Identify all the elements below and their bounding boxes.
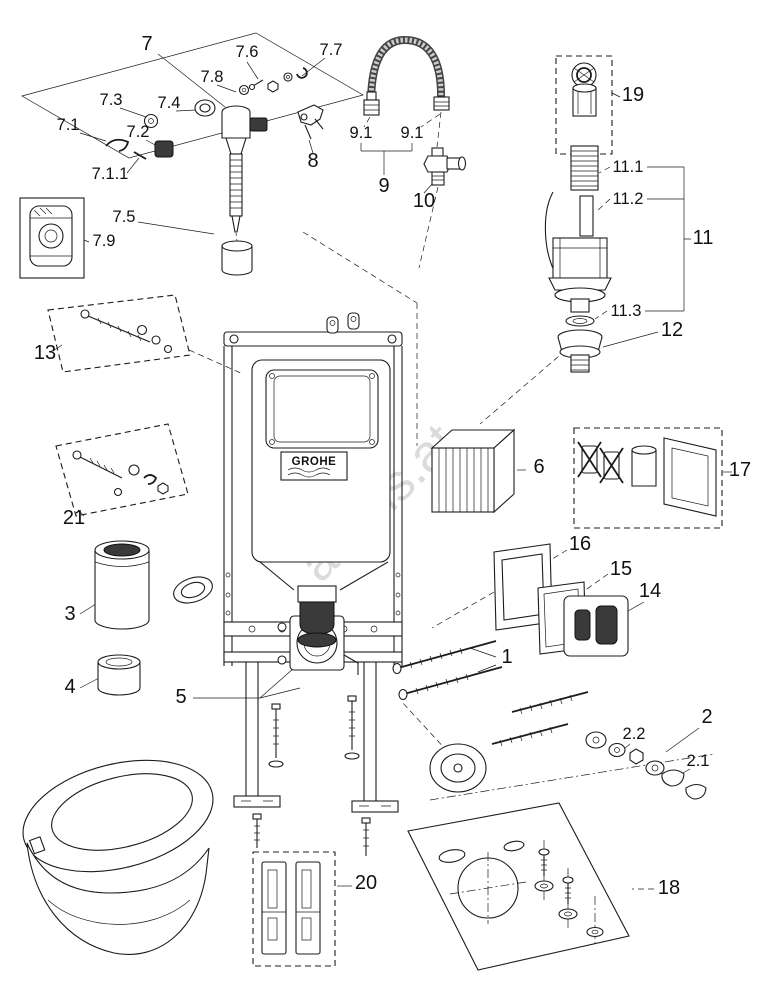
label-20: 20 <box>355 872 377 894</box>
label-8: 8 <box>307 150 318 172</box>
label-11: 11 <box>693 227 714 249</box>
part-3-flush-bend <box>94 540 150 630</box>
part-3-seal-ring <box>173 576 213 604</box>
part-13-fixing-set <box>47 294 191 373</box>
part-18-sound-insulation <box>407 802 630 971</box>
label-7-9: 7.9 <box>93 232 116 250</box>
label-21: 21 <box>63 507 85 529</box>
label-12: 12 <box>661 319 683 341</box>
label-17: 17 <box>729 459 751 481</box>
label-19: 19 <box>622 84 644 106</box>
part-10-angle-valve <box>423 147 467 186</box>
label-11-2: 11.2 <box>613 190 644 208</box>
label-3: 3 <box>64 603 75 625</box>
part-7-1-clip <box>105 138 130 152</box>
toilet-bowl <box>22 759 214 955</box>
label-7-2: 7.2 <box>127 123 150 141</box>
label-18: 18 <box>658 877 680 899</box>
label-5: 5 <box>175 686 186 708</box>
part-11-flush-valve <box>544 145 612 327</box>
part-6-protection-box <box>430 428 516 514</box>
label-7-5: 7.5 <box>113 208 136 226</box>
frame-fixing-screws <box>252 695 371 856</box>
label-7-3: 7.3 <box>100 91 123 109</box>
part-1-screws <box>392 640 503 701</box>
label-14: 14 <box>639 580 661 602</box>
part-7-3-bushing <box>143 113 159 129</box>
label-1: 1 <box>501 646 512 668</box>
part-17-care-set <box>573 427 723 529</box>
label-2-2: 2.2 <box>623 725 646 743</box>
label-13: 13 <box>34 342 56 364</box>
part-7-4-ring <box>194 99 216 117</box>
label-7: 7 <box>141 33 152 55</box>
part-7-small-fittings <box>238 67 308 96</box>
part-21-fixing-set <box>55 423 189 517</box>
part-4-gasket <box>97 654 141 696</box>
label-7-1-1: 7.1.1 <box>92 165 129 183</box>
part-12-outlet <box>557 329 603 373</box>
label-6: 6 <box>533 456 544 478</box>
label-16: 16 <box>569 533 591 555</box>
part-20-brackets <box>252 851 336 967</box>
leader-lines <box>21 32 732 890</box>
part-8-clip <box>297 104 324 140</box>
label-7-8: 7.8 <box>201 68 224 86</box>
label-2: 2 <box>701 706 712 728</box>
label-7-1: 7.1 <box>57 116 80 134</box>
label-9: 9 <box>378 175 389 197</box>
label-9-1-right: 9.1 <box>401 124 424 142</box>
part-19-extension <box>555 55 613 155</box>
part-7-1-1-pin <box>133 151 147 160</box>
grohe-logo: GROHE <box>292 456 337 468</box>
label-15: 15 <box>610 558 632 580</box>
label-7-6: 7.6 <box>236 43 259 61</box>
part-7-fill-valve <box>221 105 268 276</box>
label-7-7: 7.7 <box>320 41 343 59</box>
part-labels: 7 7.6 7.7 7.8 7.3 7.4 7.1 7.2 8 7.1.1 9.… <box>34 33 751 899</box>
label-9-1-left: 9.1 <box>350 124 373 142</box>
cistern: GROHE <box>251 359 391 648</box>
part-7-9-service-pack <box>19 197 85 279</box>
part-2-wall-fixing-set <box>429 691 715 801</box>
part-7-2-knob <box>154 140 174 158</box>
part-14-flush-plate <box>563 595 629 657</box>
label-7-4: 7.4 <box>158 94 181 112</box>
label-11-3: 11.3 <box>611 302 642 320</box>
label-2-1: 2.1 <box>687 752 710 770</box>
label-11-1: 11.1 <box>613 158 644 176</box>
label-10: 10 <box>413 190 435 212</box>
part-9-flex-hose <box>363 35 450 116</box>
label-4: 4 <box>64 676 75 698</box>
